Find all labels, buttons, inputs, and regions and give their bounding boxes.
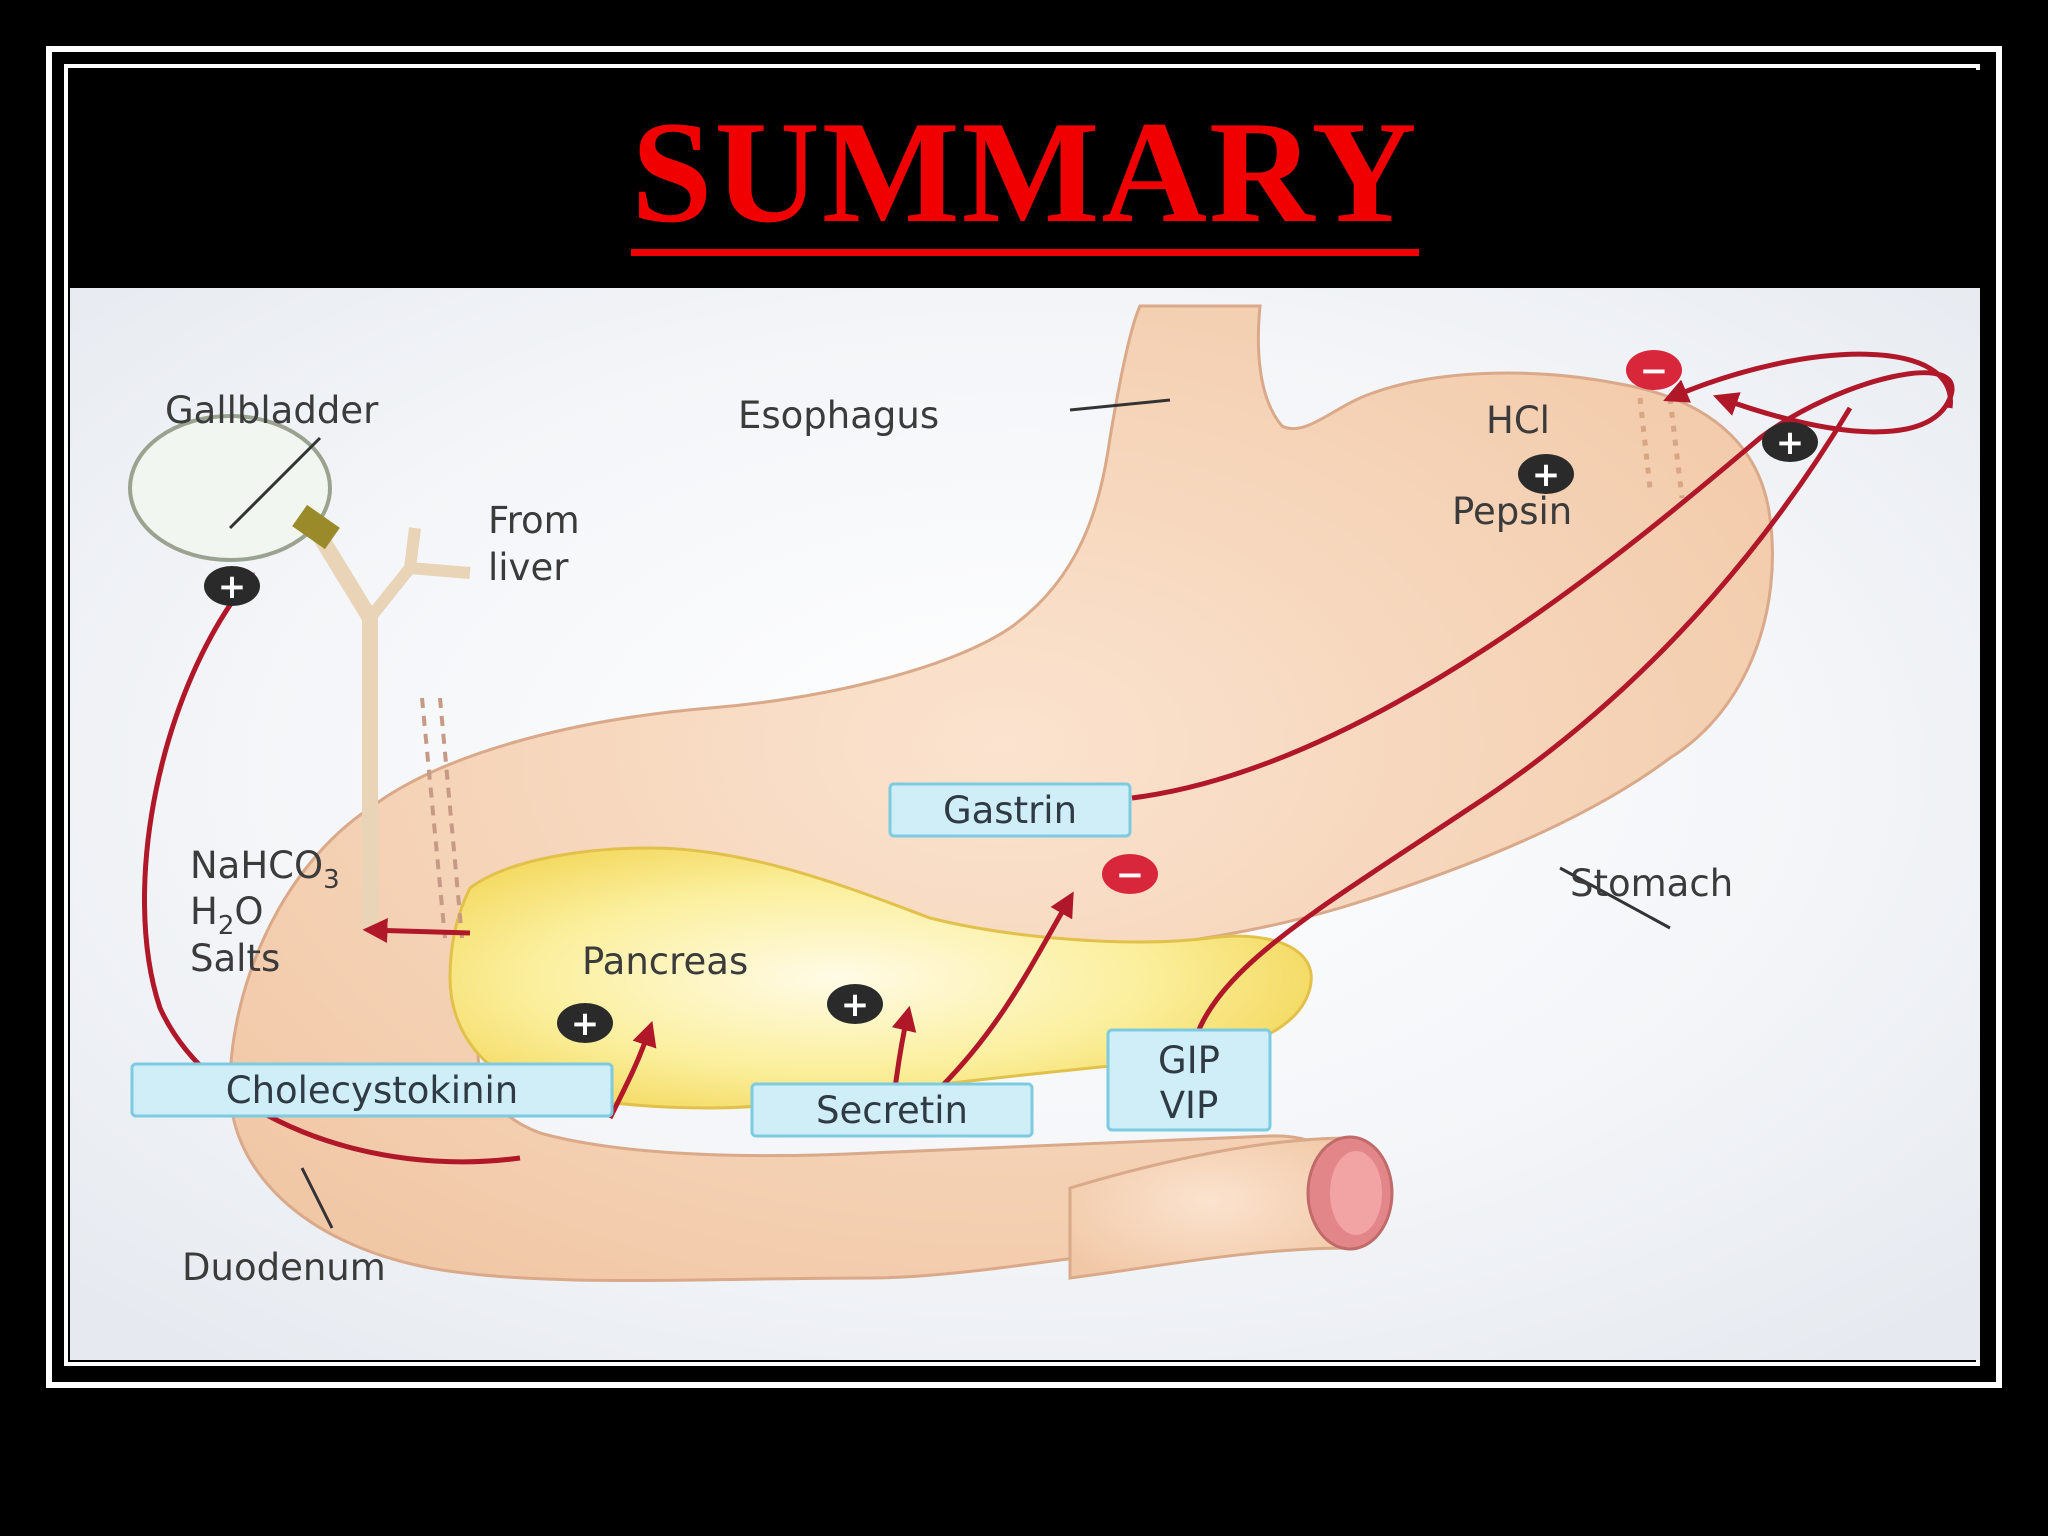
inhibit-badge-hcl: −: [1626, 350, 1682, 391]
hormone-box-secretin: Secretin: [750, 1082, 1034, 1138]
hormone-secretin-label: Secretin: [816, 1089, 968, 1132]
stimulate-badge-stomach-right: +: [1762, 422, 1818, 463]
stimulate-badge-gallbladder: +: [204, 566, 260, 607]
esophagus-pointer: [1069, 398, 1171, 412]
gip-vip-arrow: [1186, 406, 1853, 1089]
label-h2o: H2O: [190, 890, 264, 941]
label-salts: Salts: [190, 937, 280, 980]
cck-pancreas-arrow: [607, 1020, 657, 1120]
label-gallbladder: Gallbladder: [165, 389, 379, 432]
label-duodenum: Duodenum: [182, 1246, 386, 1289]
gallbladder-pointer: [228, 436, 322, 530]
slide-frame: [46, 46, 2002, 1388]
hormone-gip-label: GIP: [1158, 1039, 1220, 1082]
gastrin-feedback-arrow: [1131, 370, 1955, 801]
secretin-pancreas-arrow: [891, 1005, 917, 1089]
stimulate-badge-pancreas-left: +: [557, 1003, 613, 1044]
plus-symbol: +: [571, 1004, 600, 1044]
hormone-vip-label: VIP: [1160, 1084, 1219, 1127]
cystic-valve: [292, 504, 340, 550]
label-hcl: HCl: [1486, 399, 1550, 442]
minus-symbol: −: [1116, 855, 1145, 895]
label-pancreas: Pancreas: [582, 940, 748, 983]
title-bar: SUMMARY: [70, 70, 1980, 288]
hormone-gastrin-label: Gastrin: [943, 789, 1077, 832]
secretin-stomach-arrow: [938, 891, 1074, 1090]
inhibit-badge-stomach: −: [1102, 854, 1158, 895]
liver-duct: [365, 527, 471, 622]
hormone-box-gastrin: Gastrin: [888, 782, 1132, 838]
slide-title: SUMMARY: [631, 95, 1419, 257]
bicarbonate-arrow: [362, 918, 471, 944]
gastric-gland-dots: [1637, 397, 1685, 499]
duodenum-pointer: [300, 1167, 334, 1229]
gastrin-to-hcl-arrow: [1663, 351, 1953, 409]
plus-symbol: +: [841, 985, 870, 1025]
hormone-box-gip-vip: GIP VIP: [1106, 1028, 1272, 1132]
duodenum-opening-inner: [1330, 1151, 1382, 1235]
label-nahco3: NaHCO3: [190, 844, 340, 895]
minus-symbol: −: [1640, 351, 1669, 391]
hormone-cholecystokinin-label: Cholecystokinin: [226, 1069, 519, 1112]
digestive-hormone-diagram: Gallbladder Esophagus From liver HCl Pep…: [70, 288, 1980, 1360]
bile-duct-dashes: [420, 697, 447, 939]
hormone-box-cholecystokinin: Cholecystokinin: [130, 1062, 614, 1118]
bile-duct-dashes-2: [438, 697, 464, 939]
plus-symbol: +: [218, 567, 247, 607]
stimulate-badge-pancreas-right: +: [827, 984, 883, 1025]
stimulate-badge-pepsin: +: [1518, 454, 1574, 495]
label-pepsin: Pepsin: [1452, 490, 1572, 533]
label-esophagus: Esophagus: [738, 394, 939, 437]
gallbladder-shape: [128, 414, 332, 562]
label-from-liver-2: liver: [488, 546, 569, 589]
cck-gallbladder-arrow: [142, 572, 521, 1165]
plus-symbol: +: [1532, 455, 1561, 495]
label-from-liver-1: From: [488, 499, 580, 542]
plus-symbol: +: [1776, 423, 1805, 463]
label-stomach: Stomach: [1570, 862, 1733, 905]
stomach-pointer: [1559, 866, 1671, 930]
